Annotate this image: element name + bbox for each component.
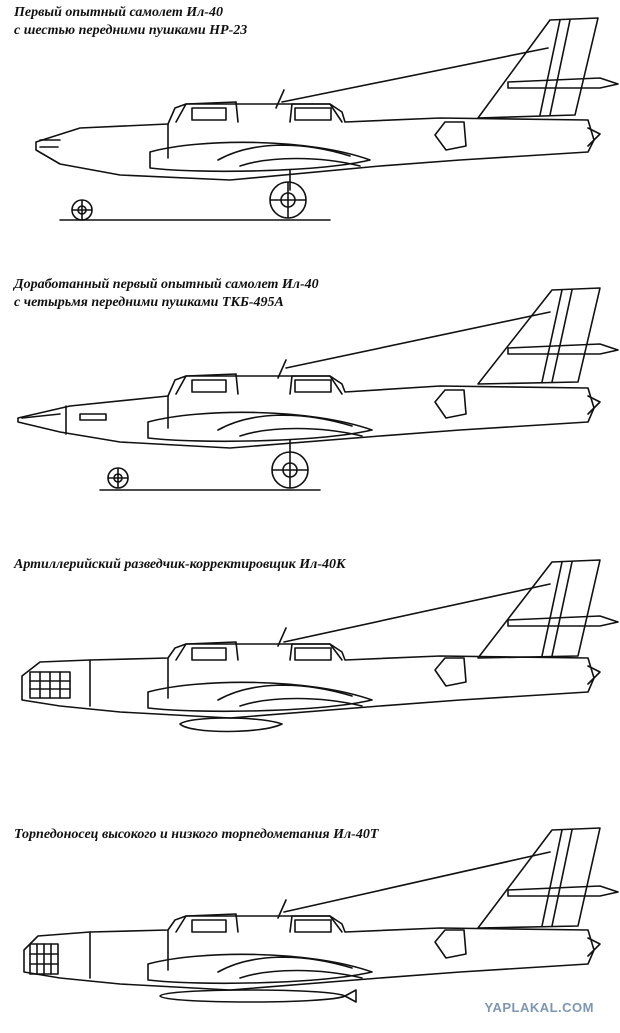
caption-line: с четырьмя передними пушками ТКБ-495А: [14, 295, 284, 310]
cockpit-window: [191, 107, 227, 121]
watermark: YAPLAKAL.COM: [484, 1000, 594, 1015]
engine-nacelle: [149, 141, 371, 173]
horizontal-stabilizer: [507, 77, 619, 89]
caption-variant-4: Торпедоносец высокого и низкого торпедом…: [14, 826, 378, 844]
caption-variant-2: Доработанный первый опытный самолет Ил-4…: [14, 276, 319, 312]
caption-line: Доработанный первый опытный самолет Ил-4…: [14, 277, 319, 292]
main-landing-gear: [269, 181, 307, 219]
nose-landing-gear: [71, 199, 93, 221]
rear-fuselage-detail: [434, 121, 467, 151]
caption-line: с шестью передними пушками НР-23: [14, 23, 248, 38]
aircraft-drawing-il40t: [23, 827, 619, 1003]
torpedo: [159, 989, 346, 1003]
caption-variant-3: Артиллерийский разведчик-корректировщик …: [14, 556, 346, 574]
wing-leading-edge: [281, 47, 549, 103]
tail-cone: [587, 127, 601, 147]
caption-line: Торпедоносец высокого и низкого торпедом…: [14, 827, 379, 842]
caption-line: Артиллерийский разведчик-корректировщик …: [14, 557, 346, 572]
canopy-front: [175, 101, 239, 123]
vertical-tail: [477, 17, 599, 119]
ventral-pod: [179, 717, 283, 733]
fuselage: [35, 103, 595, 181]
caption-line: Первый опытный самолет Ил-40: [14, 5, 223, 20]
aircraft-drawing-il40-nr23: [35, 17, 619, 221]
cockpit-window: [294, 107, 332, 121]
caption-variant-1: Первый опытный самолет Ил-40 с шестью пе…: [14, 4, 247, 40]
aircraft-drawing-il40k: [21, 559, 619, 733]
aircraft-drawing-il40-tkb495a: [17, 287, 619, 491]
